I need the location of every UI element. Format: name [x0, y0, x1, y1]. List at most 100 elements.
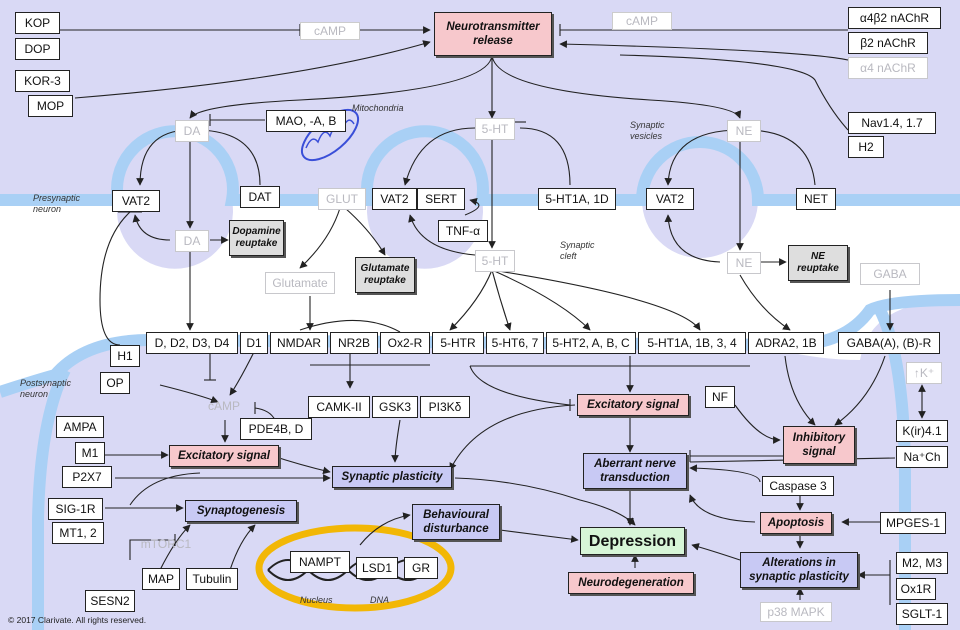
map-node: MAP [142, 568, 180, 590]
k-ion-node: ↑K⁺ [906, 362, 942, 384]
kir-node: K(ir)4.1 [896, 420, 948, 442]
tnfa-node: TNF-α [438, 220, 488, 242]
presynaptic-neuron-label: Presynaptic neuron [33, 193, 88, 215]
neurodegeneration-node: Neurodegeneration [568, 572, 694, 594]
nr2b-node: NR2B [330, 332, 378, 354]
nucleus-ring [255, 524, 455, 612]
h1-node: H1 [110, 345, 140, 367]
ht1a-1d-node: 5-HT1A, 1D [538, 188, 616, 210]
postsynaptic-text: Postsynaptic neuron [20, 378, 72, 399]
op-node: OP [100, 372, 130, 394]
da-top-node: DA [175, 120, 209, 142]
ox1r-node: Ox1R [896, 578, 936, 600]
nucleus-label: Nucleus [300, 595, 333, 605]
kop-node: KOP [15, 12, 60, 34]
excitatory-signal-left-node: Excitatory signal [169, 445, 279, 467]
nf-node: NF [705, 386, 735, 408]
behavioural-disturbance-node: Behavioural disturbance [412, 504, 500, 540]
sesn2-node: SESN2 [85, 590, 135, 612]
lsd1-node: LSD1 [356, 557, 398, 579]
nmdar-node: NMDAR [270, 332, 328, 354]
vat2-right-node: VAT2 [646, 188, 694, 210]
gabar-node: GABA(A), (B)-R [838, 332, 940, 354]
depression-node: Depression [580, 527, 685, 555]
neurotransmitter-release-node: Neurotransmitter release [434, 12, 552, 56]
copyright-text: © 2017 Clarivate. All rights reserved. [8, 615, 147, 625]
b2-nachr-node: β2 nAChR [848, 32, 928, 54]
camk-node: CAMK-II [308, 396, 370, 418]
d1-node: D1 [240, 332, 268, 354]
ht1a-134-node: 5-HT1A, 1B, 3, 4 [638, 332, 746, 354]
apoptosis-node: Apoptosis [760, 512, 832, 534]
presynaptic-text: Presynaptic neuron [33, 193, 81, 214]
ht2-node: 5-HT2, A, B, C [546, 332, 636, 354]
postsynaptic-membrane-down [32, 367, 71, 630]
mt12-node: MT1, 2 [52, 522, 104, 544]
dat-node: DAT [240, 186, 280, 208]
kor3-node: KOR-3 [15, 70, 70, 92]
ox2r-node: Ox2-R [380, 332, 430, 354]
htr-node: 5-HTR [432, 332, 484, 354]
synaptic-vesicles-label: Synaptic vesicles [630, 120, 680, 142]
a4b2-nachr-node: α4β2 nAChR [848, 7, 941, 29]
synaptogenesis-node: Synaptogenesis [185, 500, 297, 522]
m23-node: M2, M3 [896, 552, 948, 574]
a4-nachr-node: α4 nAChR [848, 57, 928, 79]
ne-top-node: NE [727, 120, 761, 142]
mtorc1-node: mTORC1 [140, 536, 192, 551]
vat2-mid-node: VAT2 [372, 188, 417, 210]
sig1r-node: SIG-1R [48, 498, 103, 520]
aberrant-transduction-node: Aberrant nerve transduction [583, 453, 687, 489]
gaba-node: GABA [860, 263, 920, 285]
ht67-node: 5-HT6, 7 [486, 332, 544, 354]
gr-node: GR [404, 557, 438, 579]
da-mid-node: DA [175, 230, 209, 252]
nach-node: Na⁺Ch [896, 446, 948, 468]
pi3k-node: PI3Kδ [420, 396, 470, 418]
ne-reuptake-node: NE reuptake [788, 245, 848, 281]
presynaptic-membrane [0, 125, 960, 206]
sert-node: SERT [417, 188, 465, 210]
mitochondria-label: Mitochondria [352, 103, 404, 113]
dop-node: DOP [15, 38, 60, 60]
sglt1-node: SGLT-1 [896, 603, 948, 625]
adra-node: ADRA2, 1B [748, 332, 824, 354]
nav-node: Nav1.4, 1.7 [848, 112, 936, 134]
net-node: NET [796, 188, 836, 210]
m1-node: M1 [75, 442, 105, 464]
synaptic-vesicles-text: Synaptic vesicles [630, 120, 665, 141]
ht5-mid-node: 5-HT [475, 250, 515, 272]
camp-mid-node: cAMP [207, 398, 240, 413]
glut-node: GLUT [318, 188, 366, 210]
caspase3-node: Caspase 3 [762, 476, 834, 496]
tubulin-node: Tubulin [186, 568, 238, 590]
dopamine-reuptake-node: Dopamine reuptake [229, 220, 284, 256]
mpges-node: MPGES-1 [880, 512, 946, 534]
synaptic-cleft-label: Synaptic cleft [560, 240, 610, 262]
p2x7-node: P2X7 [62, 466, 112, 488]
excitatory-signal-right-node: Excitatory signal [577, 394, 689, 416]
inhibitory-signal-node: Inhibitory signal [783, 426, 855, 464]
synaptic-plasticity-node: Synaptic plasticity [332, 466, 452, 488]
camp-top-right-label: cAMP [612, 12, 672, 30]
pathway-connectors [60, 24, 926, 605]
ht5-top-node: 5-HT [475, 118, 515, 140]
h2-node: H2 [848, 136, 884, 158]
vat2-left-node: VAT2 [112, 190, 160, 212]
ampa-node: AMPA [56, 416, 104, 438]
mop-node: MOP [28, 95, 73, 117]
d-receptors-node: D, D2, D3, D4 [146, 332, 238, 354]
nampt-node: NAMPT [290, 551, 350, 573]
glutamate-reuptake-node: Glutamate reuptake [355, 257, 415, 293]
dna-label: DNA [370, 595, 390, 605]
ne-mid-node: NE [727, 252, 761, 274]
mao-node: MAO, -A, B [266, 110, 346, 132]
postsynaptic-neuron-label: Postsynaptic neuron [20, 378, 80, 400]
p38-node: p38 MAPK [760, 602, 832, 622]
glutamate-node: Glutamate [265, 272, 335, 294]
synaptic-cleft-text: Synaptic cleft [560, 240, 595, 261]
gsk3-node: GSK3 [372, 396, 418, 418]
camp-top-left-label: cAMP [300, 22, 360, 40]
pde-node: PDE4B, D [240, 418, 312, 440]
